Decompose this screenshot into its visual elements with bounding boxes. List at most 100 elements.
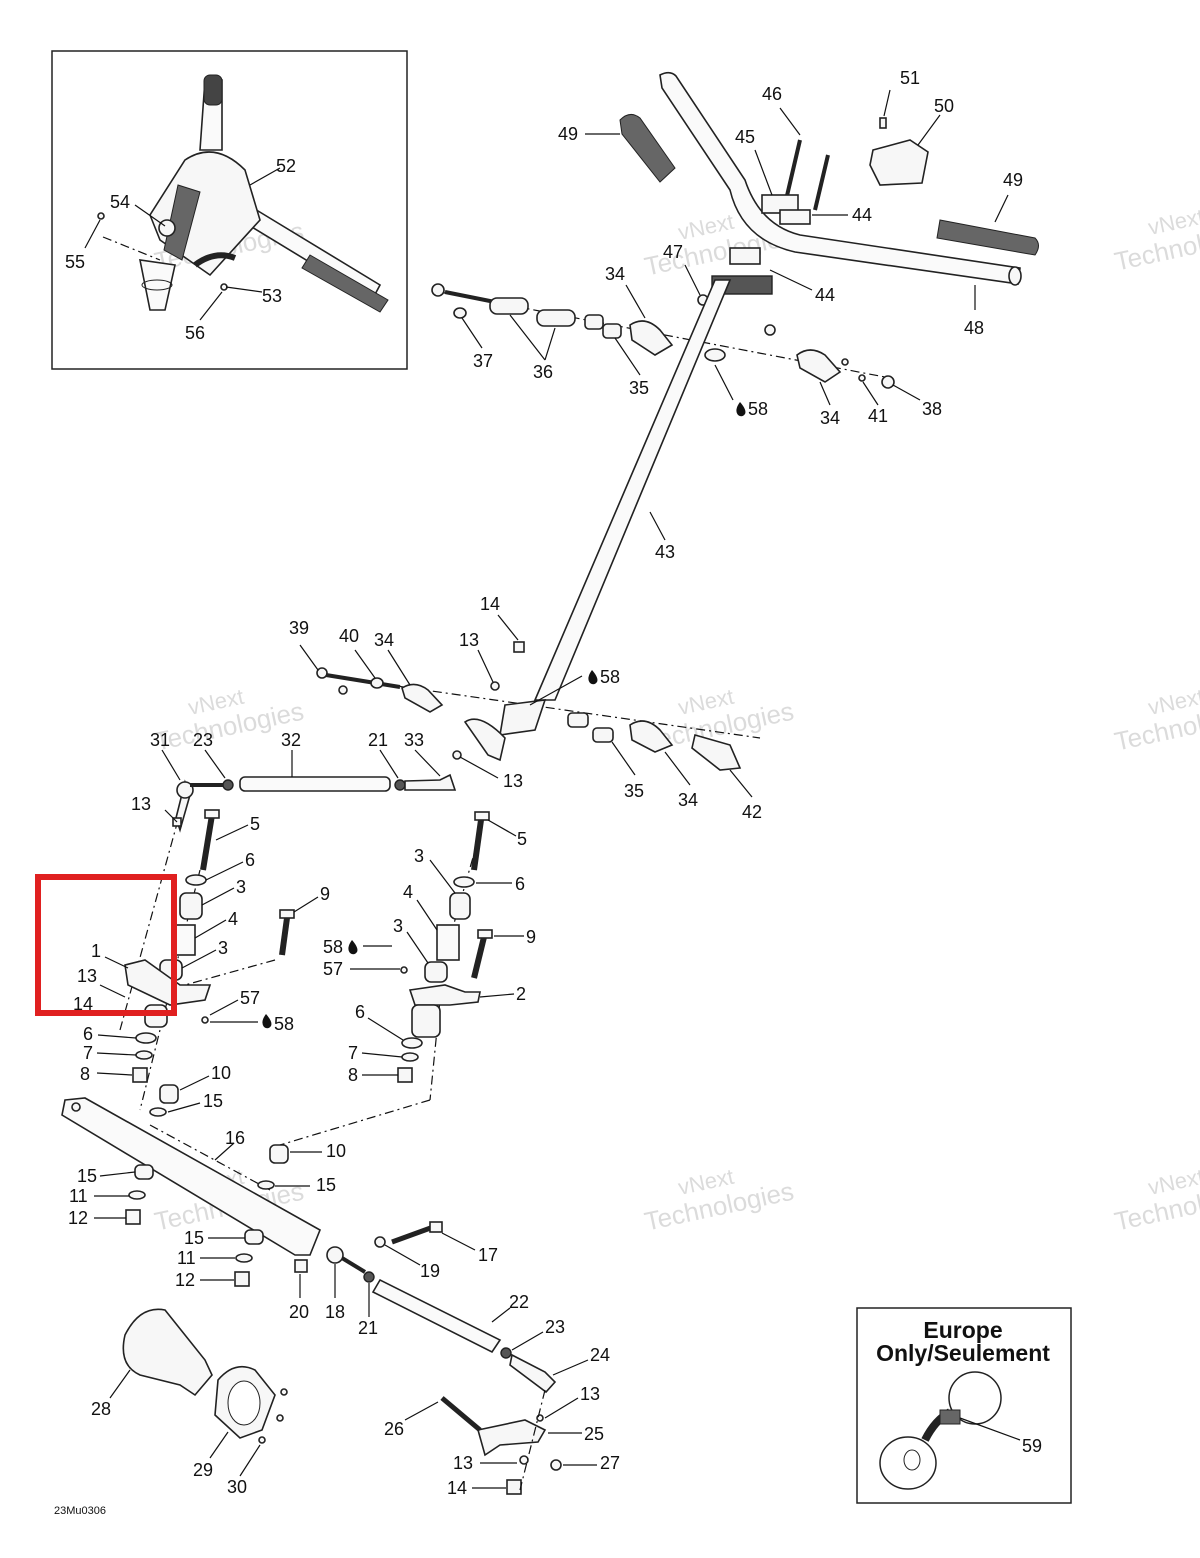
bushing-3-right-b [424,961,448,983]
leader-34d [664,751,691,786]
grip-49-left [619,114,676,183]
part-label-29: 29 [193,1460,213,1480]
grease-drop-icon [262,1014,272,1029]
part-label-20: 20 [289,1302,309,1322]
lower-assembly: 16 10 15 15 11 12 15 11 12 17 19 20 18 2… [61,1097,620,1498]
spacer-4-left [174,924,196,956]
handlebar-48 [659,71,1021,285]
column-bracket [499,699,547,736]
bushing-3-right-a [449,892,471,920]
leader-37 [461,317,483,349]
left-axis-1 [119,819,179,1031]
bushing-10-right [269,1144,289,1164]
arm-34-mid-left [401,683,444,713]
bushing-35a [584,314,604,330]
part-label-31: 31 [150,730,170,750]
jamnut-23-low [500,1347,512,1359]
part-label-11b: 11 [177,1248,196,1268]
part-label-2: 2 [516,984,526,1004]
leader-43 [649,511,666,541]
nut-8-right [397,1067,413,1083]
part-label-15b: 15 [316,1175,336,1195]
part-label-13e: 13 [580,1384,600,1404]
rod-end-31-eye [176,781,194,799]
part-label-23a: 23 [193,730,213,750]
jamnut-23 [222,779,234,791]
jamnut-21 [394,779,406,791]
washer-15-left [149,1107,167,1117]
part-label-38: 38 [922,399,942,419]
leader-1 [104,956,129,969]
leader-51 [883,89,891,117]
leader-4a [194,919,227,939]
bolt-5-left-head [204,809,220,819]
part-label-3a: 3 [236,877,246,897]
part-label-46: 46 [762,84,782,104]
part-label-34c: 34 [374,630,394,650]
leader-3a [201,887,235,906]
leader-34a [625,284,646,319]
washer-11-right [235,1253,253,1263]
rod-end-33 [404,773,457,791]
leader-56 [199,291,223,321]
part-label-7a: 7 [83,1043,93,1063]
boot-28 [122,1308,213,1397]
screw-30c [258,1436,266,1444]
drag-link-22 [371,1278,502,1354]
inset-grip-end [203,74,223,106]
leader-46 [779,107,801,136]
leader-7b [361,1052,403,1058]
leader-5b [487,819,517,837]
part-label-10b: 10 [326,1141,346,1161]
part-label-3c: 3 [414,846,424,866]
leader-13c [164,809,178,823]
washer-13-mid [452,750,462,760]
leader-16 [214,1142,235,1161]
nut-12-left [125,1209,141,1225]
bushing-15-right-low [244,1229,264,1245]
bolt-26 [440,1396,482,1432]
leader-15a [167,1102,201,1113]
leader-42 [729,769,753,798]
inset-grip-right [301,254,389,313]
part-label-4a: 4 [228,909,238,929]
inset-screw-55 [97,212,105,220]
leader-26 [404,1401,439,1421]
bolt-5-right [471,819,484,871]
part-label-14c: 14 [447,1478,467,1498]
arm-34-right [796,349,842,383]
leader-33 [414,749,441,777]
screw-30b [276,1414,284,1422]
part-label-37: 37 [473,351,493,371]
part-label-44a: 44 [852,205,872,225]
leader-29 [209,1431,229,1459]
arm-25 [476,1419,547,1457]
part-label-58a: 58 [748,399,768,419]
part-label-8b: 8 [348,1065,358,1085]
part-label-12b: 12 [175,1270,195,1290]
leader-36b [544,327,556,361]
watermark: vNext Technologies [642,1164,797,1237]
part-label-58c: 58 [274,1014,294,1034]
part-label-12a: 12 [68,1208,88,1228]
leader-10a [179,1075,210,1091]
part-label-30: 30 [227,1477,247,1497]
part-label-23b: 23 [545,1317,565,1337]
arm-42 [691,733,742,771]
leader-13b [459,756,499,779]
part-label-9b: 9 [526,927,536,947]
part-label-5b: 5 [517,829,527,849]
clamp-44-lower [729,247,761,265]
bolt-9-left-head [279,909,295,919]
bolt-17 [391,1223,437,1245]
nut-47b [764,324,776,336]
part-label-50: 50 [934,96,954,116]
watermark: vNext Technologies [1112,204,1200,277]
part-label-5a: 5 [250,814,260,834]
part-label-16: 16 [225,1128,245,1148]
grip-49-right [936,219,1039,256]
leader-52 [249,167,281,186]
leader-3d [406,931,429,964]
inset-pivot [158,219,176,237]
bolt-46b [813,154,830,211]
